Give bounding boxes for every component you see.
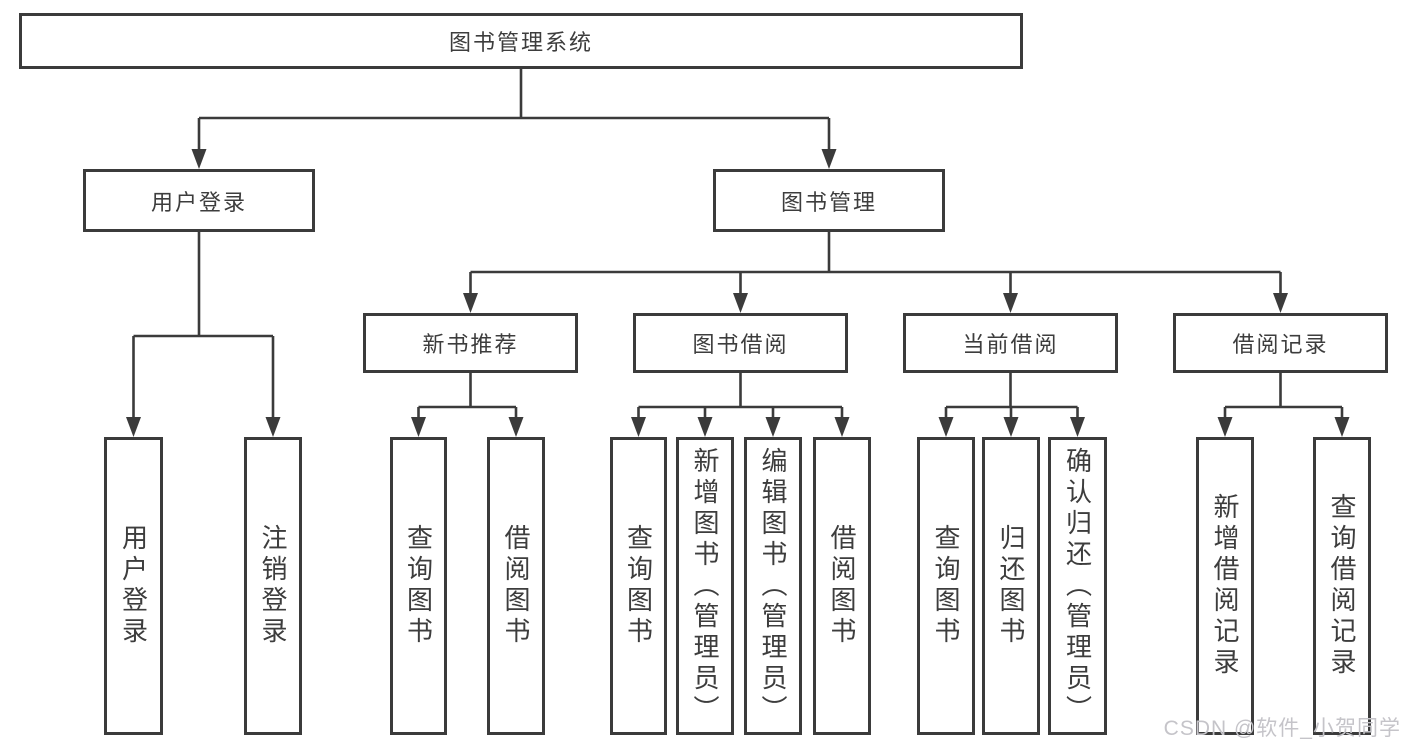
- node-label: 当前借阅: [962, 332, 1059, 357]
- connector-records-to-leaves: [1217, 373, 1350, 437]
- arrowhead: [1334, 417, 1350, 437]
- arrowhead: [631, 417, 646, 437]
- connector-root-to-level2: [191, 69, 837, 169]
- node-label: 查询借阅记录: [1327, 493, 1357, 679]
- arrowhead: [126, 417, 141, 437]
- node-book-borrow: 图书借阅: [633, 313, 848, 373]
- node-label: 查询图书: [931, 524, 961, 648]
- arrowhead: [508, 417, 524, 437]
- connector-newbook-to-leaves: [411, 373, 524, 437]
- node-label: 查询图书: [623, 524, 654, 648]
- node-label: 新增借阅记录: [1210, 493, 1240, 679]
- node-label: 用户登录: [150, 189, 247, 215]
- leaf-borrow-add-admin: 新增图书（管理员）: [676, 437, 734, 735]
- leaf-borrow-book: 借阅图书: [813, 437, 871, 735]
- node-borrow-records: 借阅记录: [1173, 313, 1388, 373]
- leaf-records-query: 查询借阅记录: [1313, 437, 1371, 735]
- leaf-logout: 注销登录: [244, 437, 302, 735]
- arrowhead: [1273, 293, 1288, 313]
- leaf-current-return: 归还图书: [982, 437, 1040, 735]
- arrowhead: [821, 149, 837, 169]
- node-label: 借阅图书: [501, 524, 531, 648]
- node-label: 编辑图书（管理员）: [758, 446, 788, 726]
- leaf-borrow-query: 查询图书: [610, 437, 667, 735]
- csdn-watermark: CSDN @软件_小贺同学: [1163, 717, 1401, 740]
- leaf-borrow-edit-admin: 编辑图书（管理员）: [744, 437, 802, 735]
- connector-borrow-to-leaves: [631, 373, 850, 437]
- arrowhead: [1070, 417, 1085, 437]
- arrowhead: [765, 417, 781, 437]
- arrowhead: [733, 293, 748, 313]
- leaf-newbook-query: 查询图书: [390, 437, 447, 735]
- node-label: 图书管理: [780, 189, 877, 215]
- node-label: 确认归还（管理员）: [1062, 446, 1093, 726]
- arrowhead: [1217, 417, 1233, 437]
- node-label: 新书推荐: [422, 332, 519, 357]
- node-label: 图书借阅: [692, 332, 789, 357]
- arrowhead: [463, 293, 478, 313]
- leaf-user-login: 用户登录: [104, 437, 163, 735]
- node-label: 新增图书（管理员）: [690, 446, 720, 726]
- node-label: 注销登录: [258, 524, 288, 648]
- arrowhead: [411, 417, 426, 437]
- arrowhead: [191, 149, 207, 169]
- node-label: 查询图书: [403, 524, 434, 648]
- arrowhead: [834, 417, 850, 437]
- arrowhead: [697, 417, 713, 437]
- leaf-current-confirm-admin: 确认归还（管理员）: [1048, 437, 1107, 735]
- node-label: 借阅记录: [1232, 332, 1329, 357]
- node-new-book-rec: 新书推荐: [363, 313, 578, 373]
- node-label: 用户登录: [118, 524, 149, 648]
- connector-current-to-leaves: [938, 373, 1085, 437]
- node-label: 归还图书: [996, 524, 1026, 648]
- node-book-mgmt: 图书管理: [713, 169, 945, 232]
- node-current-borrow: 当前借阅: [903, 313, 1118, 373]
- leaf-current-query: 查询图书: [917, 437, 975, 735]
- arrowhead: [938, 417, 954, 437]
- connector-login-to-leaves: [126, 232, 281, 437]
- node-root: 图书管理系统: [19, 13, 1023, 69]
- arrowhead: [265, 417, 281, 437]
- node-user-login: 用户登录: [83, 169, 315, 232]
- leaf-records-add: 新增借阅记录: [1196, 437, 1254, 735]
- node-label: 借阅图书: [827, 524, 857, 648]
- arrowhead: [1003, 293, 1018, 313]
- arrowhead: [1003, 417, 1019, 437]
- node-label: 图书管理系统: [448, 30, 593, 55]
- connector-mgmt-to-level3: [463, 232, 1288, 313]
- leaf-newbook-borrow: 借阅图书: [487, 437, 545, 735]
